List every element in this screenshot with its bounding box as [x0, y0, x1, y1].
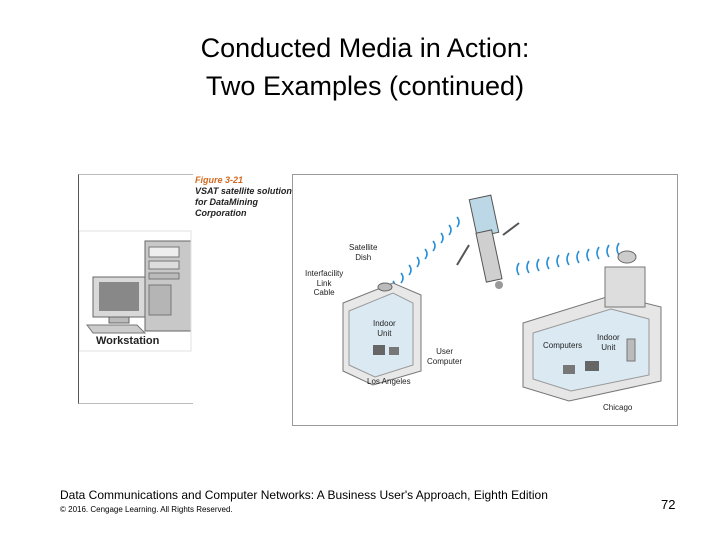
computers-label: Computers — [543, 341, 582, 351]
label-line: Link — [305, 279, 343, 289]
workstation-figure: Workstation — [78, 174, 193, 404]
title-line-2: Two Examples (continued) — [0, 68, 720, 104]
chicago-building — [523, 251, 661, 401]
workstation-illustration — [79, 175, 193, 403]
footer-text: Data Communications and Computer Network… — [60, 488, 548, 502]
satellite-icon — [457, 195, 519, 289]
los-angeles-label: Los Angeles — [367, 377, 411, 387]
signal-beam-right — [517, 243, 619, 275]
label-line: User — [427, 347, 462, 357]
label-line: Satellite — [349, 243, 377, 253]
label-line: Indoor — [597, 333, 620, 343]
label-line: Cable — [305, 288, 343, 298]
label-line: Unit — [373, 329, 396, 339]
label-line: Unit — [597, 343, 620, 353]
indoor-unit-la-label: Indoor Unit — [373, 319, 396, 338]
caption-line: Corporation — [195, 208, 292, 219]
label-line: Indoor — [373, 319, 396, 329]
caption-line: for DataMining — [195, 197, 292, 208]
satellite-dish-label: Satellite Dish — [349, 243, 377, 262]
title-line-1: Conducted Media in Action: — [0, 30, 720, 66]
vsat-figure: Figure 3-21 VSAT satellite solution for … — [292, 174, 678, 426]
user-computer-label: User Computer — [427, 347, 462, 366]
workstation-label: Workstation — [96, 335, 159, 347]
interfacility-link-cable-label: Interfacility Link Cable — [305, 269, 343, 298]
page-number: 72 — [661, 497, 675, 512]
figure-number: Figure 3-21 — [195, 175, 292, 186]
figure-caption: Figure 3-21 VSAT satellite solution for … — [195, 175, 292, 219]
chicago-label: Chicago — [603, 403, 632, 413]
vsat-illustration — [293, 175, 677, 425]
label-line: Interfacility — [305, 269, 343, 279]
caption-line: VSAT satellite solution — [195, 186, 292, 197]
signal-beam-left — [393, 217, 459, 291]
indoor-unit-chicago-label: Indoor Unit — [597, 333, 620, 352]
label-line: Dish — [349, 253, 377, 263]
copyright: © 2016. Cengage Learning. All Rights Res… — [60, 505, 233, 514]
label-line: Computer — [427, 357, 462, 367]
